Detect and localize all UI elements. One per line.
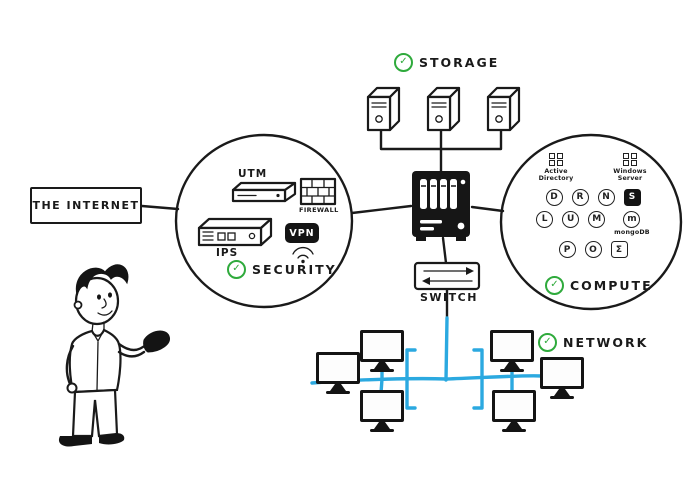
network-header: ✓ NETWORK <box>538 333 648 352</box>
postgresql-icon: P <box>558 241 576 259</box>
sigma-icon: Σ <box>610 241 628 259</box>
linux-icon: L <box>536 210 554 228</box>
storage-title: STORAGE <box>419 55 500 70</box>
workstation-monitor <box>490 330 534 362</box>
presenter-person <box>58 264 170 447</box>
compute-stack: Active Directory Windows Server D R N S … <box>516 153 670 259</box>
active-directory-label: Active Directory <box>538 167 574 182</box>
docker-icon: D <box>545 188 563 206</box>
ubuntu-icon: U <box>562 210 580 228</box>
security-header: ✓ SECURITY <box>227 260 337 279</box>
storage-tower-3 <box>486 86 521 132</box>
shield-icon: S <box>623 188 641 206</box>
compute-header: ✓ COMPUTE <box>545 276 653 295</box>
check-icon: ✓ <box>227 260 246 279</box>
workstation-monitor <box>316 352 360 384</box>
central-server-icon <box>412 171 470 241</box>
workstation-monitor <box>360 390 404 422</box>
utm-device-icon <box>231 181 297 203</box>
windows-server-item: Windows Server <box>601 153 659 182</box>
security-title: SECURITY <box>252 262 337 277</box>
internet-label: THE INTERNET <box>32 199 140 212</box>
mongodb-item: m mongoDB <box>614 210 650 236</box>
mongodb-icon: m <box>623 210 641 228</box>
check-icon: ✓ <box>394 53 413 72</box>
redis-icon: R <box>571 188 589 206</box>
workstation-monitor <box>492 390 536 422</box>
storage-header: ✓ STORAGE <box>394 53 499 72</box>
utm-label: UTM <box>238 168 268 180</box>
openshift-icon: O <box>584 241 602 259</box>
active-directory-icon <box>549 153 563 166</box>
windows-server-label: Windows Server <box>613 167 647 182</box>
network-switch-icon <box>413 261 481 291</box>
network-title: NETWORK <box>563 335 649 350</box>
connector-lines <box>140 129 505 320</box>
nginx-icon: N <box>597 188 615 206</box>
firewall-icon <box>299 177 337 206</box>
compute-circle <box>499 133 683 311</box>
workstation-monitor <box>360 330 404 362</box>
compute-title: COMPUTE <box>570 278 653 293</box>
storage-tower-2 <box>426 86 461 132</box>
workstation-monitor <box>540 357 584 389</box>
storage-tower-1 <box>366 86 401 132</box>
vpn-badge-icon <box>285 223 319 264</box>
mariadb-icon: M <box>588 210 606 228</box>
ips-label: IPS <box>216 247 239 259</box>
vpn-label: VPN <box>289 227 315 239</box>
security-circle <box>174 133 354 309</box>
ips-device-icon <box>197 217 273 247</box>
windows-server-icon <box>623 153 637 166</box>
active-directory-item: Active Directory <box>527 153 585 182</box>
check-icon: ✓ <box>538 333 557 352</box>
internet-box: THE INTERNET <box>30 187 142 224</box>
mongodb-label: mongoDB <box>614 228 650 236</box>
firewall-label: FIREWALL <box>299 206 339 214</box>
check-icon: ✓ <box>545 276 564 295</box>
switch-label: SWITCH <box>420 291 478 304</box>
